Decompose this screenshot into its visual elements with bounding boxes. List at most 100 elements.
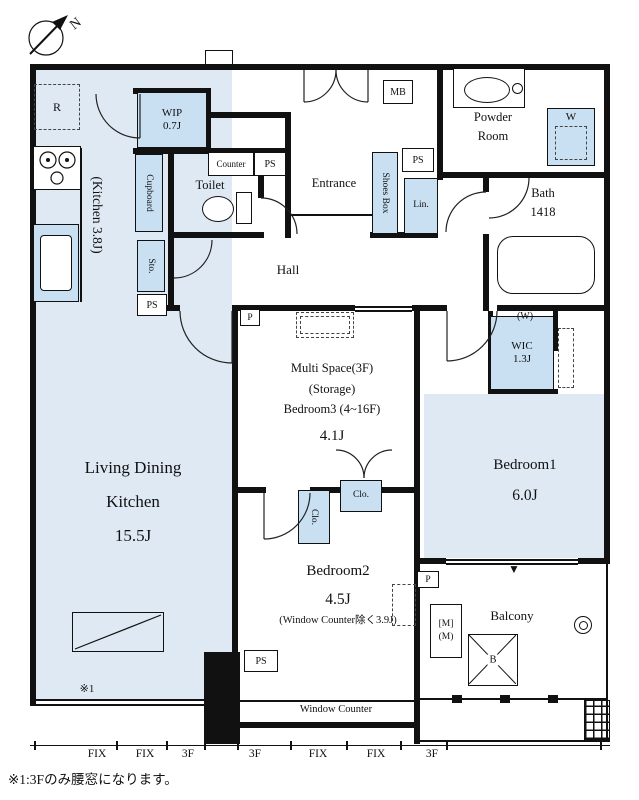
closet-multi: Clo.: [340, 480, 382, 512]
dimension-tick: [34, 741, 36, 750]
meter-bracket-label: [M]: [438, 618, 454, 629]
drain-inner: [579, 621, 588, 630]
vanity-faucet: [512, 83, 523, 94]
door-arc: [445, 191, 487, 233]
bedroom1-window-line: [446, 559, 578, 561]
wall-segment: [414, 305, 420, 744]
cupboard: [135, 154, 163, 232]
ldk-window-line: [30, 704, 206, 706]
toilet-label: Toilet: [195, 178, 225, 192]
dimension-tick: [600, 741, 602, 750]
fix-window-label: FIX: [87, 748, 107, 760]
multi-line2: (Storage): [308, 381, 356, 396]
wall-segment: [133, 148, 291, 154]
bedroom1-size: 6.0J: [512, 487, 538, 504]
bedroom2-label: Bedroom2 4.5J (Window Counter除く3.9J): [256, 558, 420, 628]
wall-segment: [553, 311, 558, 351]
counter-label: Counter: [216, 159, 246, 169]
compass-icon: N: [28, 15, 85, 56]
bathtub-icon: [497, 236, 595, 294]
refrigerator-space: R: [34, 84, 80, 130]
dimension-tick: [237, 741, 239, 750]
stove-icon: [33, 146, 81, 190]
duct-box: [205, 50, 233, 65]
mb-label: MB: [390, 86, 406, 98]
kitchen-label: (Kitchen 3.8J): [90, 176, 105, 254]
pipe-space: PS: [254, 152, 286, 176]
balcony-divider-mark: [500, 695, 510, 703]
dimension-tick: [446, 741, 448, 750]
multi-line1: Multi Space(3F): [290, 361, 374, 375]
vanity-basin: [464, 77, 510, 103]
balcony-b-box: B: [468, 634, 518, 686]
wall-segment: [205, 88, 211, 154]
window-note-ref: ※1: [79, 683, 95, 695]
washer-label: W: [565, 111, 577, 123]
ldk-line1: Living Dining: [84, 458, 182, 477]
wall-segment: [412, 305, 447, 311]
powder-line1: Powder: [473, 110, 513, 124]
balcony-entry-marker: ▼: [508, 562, 520, 576]
pipe-space: PS: [137, 294, 167, 316]
balcony-divider-mark: [548, 695, 558, 703]
wic-closet: WIC 1.3J: [490, 316, 554, 390]
ps-label: PS: [264, 158, 276, 170]
pillar-label: P: [425, 574, 431, 585]
dimension-tick: [116, 741, 118, 750]
floor3-label: 3F: [425, 748, 439, 760]
door-arc: [335, 449, 365, 479]
toilet-tank-icon: [236, 192, 252, 224]
dimension-tick: [400, 741, 402, 750]
balcony-rail-line: [420, 698, 608, 700]
wall-segment: [483, 234, 489, 311]
floor3-label: 3F: [248, 748, 262, 760]
bedroom2-note: (Window Counter除く3.9J): [279, 615, 397, 627]
dimension-tick: [204, 741, 206, 750]
wip-label: WIP: [161, 106, 183, 119]
wall-segment: [232, 305, 238, 744]
wall-segment: [285, 112, 291, 238]
dimension-tick: [166, 741, 168, 750]
door-arc: [335, 69, 369, 103]
kitchen-counter-edge: [80, 148, 82, 302]
evacuation-hatch: [584, 700, 610, 740]
wic-label: WIC: [511, 339, 533, 352]
multi-size: 4.1J: [319, 427, 345, 444]
wall-segment: [604, 64, 610, 564]
wall-segment: [30, 64, 36, 706]
fix-window-label: FIX: [366, 748, 386, 760]
multi-line3: Bedroom3 (4~16F): [283, 402, 381, 417]
wall-segment: [232, 305, 355, 311]
balcony-rail-line: [606, 564, 608, 742]
dimension-tick: [346, 741, 348, 750]
wall-segment: [133, 88, 211, 94]
powder-line2: Room: [477, 128, 509, 143]
wall-segment: [168, 148, 174, 311]
bedroom2-name: Bedroom2: [306, 563, 370, 579]
meter-box: MB: [383, 80, 413, 104]
linen-label: Lin.: [413, 200, 429, 211]
ldk-line2: Kitchen: [106, 492, 160, 511]
entrance-step-line: [291, 214, 372, 216]
toilet-icon: [202, 196, 234, 222]
ps-label: PS: [146, 299, 158, 311]
sliding-door-line: [355, 306, 412, 308]
sto-label: Sto.: [146, 258, 156, 274]
bedroom1-floor-tint: [424, 394, 604, 558]
drain-icon: [574, 616, 592, 634]
vanity-sink-icon: [453, 68, 525, 108]
floor3-label: 3F: [181, 748, 195, 760]
wic-pipe-outline: [558, 328, 574, 388]
pillar: P: [240, 309, 260, 326]
pipe-space: PS: [402, 148, 434, 172]
wip-pantry: WIP 0.7J: [137, 92, 207, 148]
bath-line2: 1418: [530, 204, 556, 219]
meter-panel: [M] (M): [430, 604, 462, 658]
wall-segment: [238, 487, 266, 493]
ps-label: PS: [255, 655, 267, 667]
wall-segment: [238, 722, 420, 728]
sink-basin: [40, 235, 72, 291]
powder-room-label: Powder Room: [448, 108, 538, 146]
dimension-tick: [290, 741, 292, 750]
